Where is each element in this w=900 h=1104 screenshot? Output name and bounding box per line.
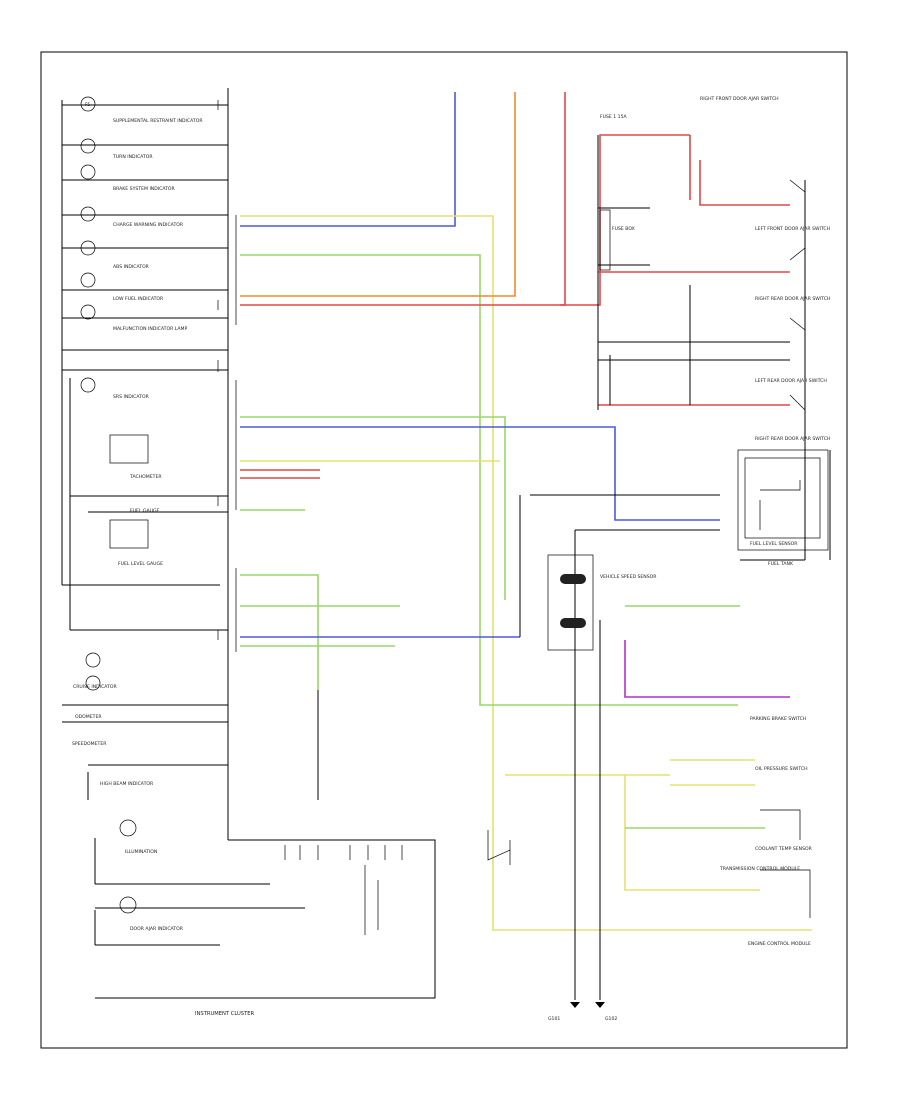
label-coolant-sensor: COOLANT TEMP SENSOR	[755, 846, 813, 852]
label-fuel-gauge: FUEL GAUGE	[130, 508, 160, 514]
wire-green-abs	[240, 416, 506, 600]
wire-red-fuse	[240, 92, 566, 306]
wire-green-brake	[240, 254, 738, 706]
cluster-name: INSTRUMENT CLUSTER	[195, 1011, 255, 1017]
label-door-ajar-indicator: DOOR AJAR INDICATOR	[130, 926, 184, 932]
component-labels: FUSE 1 15A FUSE BOX RIGHT FRONT DOOR AJA…	[548, 96, 830, 1022]
ground-left-symbol	[570, 1002, 580, 1008]
sensor-coil-2	[560, 618, 586, 628]
label-fuse-box: FUSE BOX	[612, 226, 635, 232]
instrument-cluster: F5 SUPPLEMENTAL RESTRAINT INDICATOR TURN…	[61, 88, 436, 1017]
wire-purple-brake	[624, 640, 790, 698]
wire-green-speed	[240, 574, 319, 690]
label-odometer: ODOMETER	[75, 714, 102, 720]
ground-right-symbol	[595, 1002, 605, 1008]
label-ground-left: G101	[548, 1016, 560, 1022]
label-turn-indicator: TURN INDICATOR	[112, 154, 153, 160]
label-tachometer: TACHOMETER	[129, 474, 162, 480]
wire-red-relay-out	[699, 160, 790, 206]
label-abs-indicator: ABS INDICATOR	[113, 264, 150, 270]
diagram-frame	[40, 51, 848, 1049]
wire-blue-fuel	[240, 426, 720, 521]
label-illumination: ILLUMINATION	[125, 849, 157, 855]
label-fuel-tank: FUEL TANK	[768, 561, 794, 567]
label-tcm: TRANSMISSION CONTROL MODULE	[719, 866, 800, 872]
label-srs-indicator-2: SRS INDICATOR	[113, 394, 150, 400]
label-fuel-level-gauge: FUEL LEVEL GAUGE	[118, 561, 163, 567]
label-rear-door: RIGHT REAR DOOR AJAR SWITCH	[755, 436, 830, 442]
wire-blue-srs	[240, 92, 456, 227]
label-ecm: ENGINE CONTROL MODULE	[748, 941, 811, 947]
right-components	[317, 135, 831, 1008]
label-right-rear-door: RIGHT REAR DOOR AJAR SWITCH	[755, 296, 830, 302]
label-cruise-indicator: CRUISE INDICATOR	[73, 684, 117, 690]
label-brake-indicator: BRAKE SYSTEM INDICATOR	[113, 186, 176, 192]
label-door-relay: RIGHT FRONT DOOR AJAR SWITCH	[700, 96, 779, 102]
sensor-coil-1	[560, 574, 586, 584]
label-speedometer: SPEEDOMETER	[72, 741, 107, 747]
label-speed-sensor: VEHICLE SPEED SENSOR	[600, 574, 657, 580]
label-left-front-door: LEFT FRONT DOOR AJAR SWITCH	[755, 226, 830, 232]
wire-yellow-tach	[240, 215, 812, 931]
label-srs-indicator: SUPPLEMENTAL RESTRAINT INDICATOR	[113, 118, 203, 124]
label-left-rear-door: LEFT REAR DOOR AJAR SWITCH	[755, 378, 827, 384]
label-charge-indicator: CHARGE WARNING INDICATOR	[113, 222, 184, 228]
fuel-tank-box	[737, 449, 829, 551]
label-ground-right: G102	[605, 1016, 617, 1022]
wires	[240, 92, 812, 931]
wire-yellow-oil-switch	[670, 759, 755, 786]
wire-red-door	[560, 134, 690, 306]
label-high-beam-indicator: HIGH BEAM INDICATOR	[100, 781, 154, 787]
label-brake-switch: PARKING BRAKE SWITCH	[750, 716, 806, 722]
label-mil-indicator: MALFUNCTION INDICATOR LAMP	[113, 326, 188, 332]
label-low-fuel-indicator: LOW FUEL INDICATOR	[113, 296, 164, 302]
label-fuse: FUSE 1 15A	[600, 114, 628, 120]
label-oil-switch: OIL PRESSURE SWITCH	[755, 766, 808, 772]
label-fuel-sender: FUEL LEVEL SENSOR	[750, 541, 798, 547]
wire-orange-charge	[240, 92, 516, 297]
wire-yellow-coolant	[624, 775, 760, 891]
svg-text:F5: F5	[85, 102, 90, 107]
